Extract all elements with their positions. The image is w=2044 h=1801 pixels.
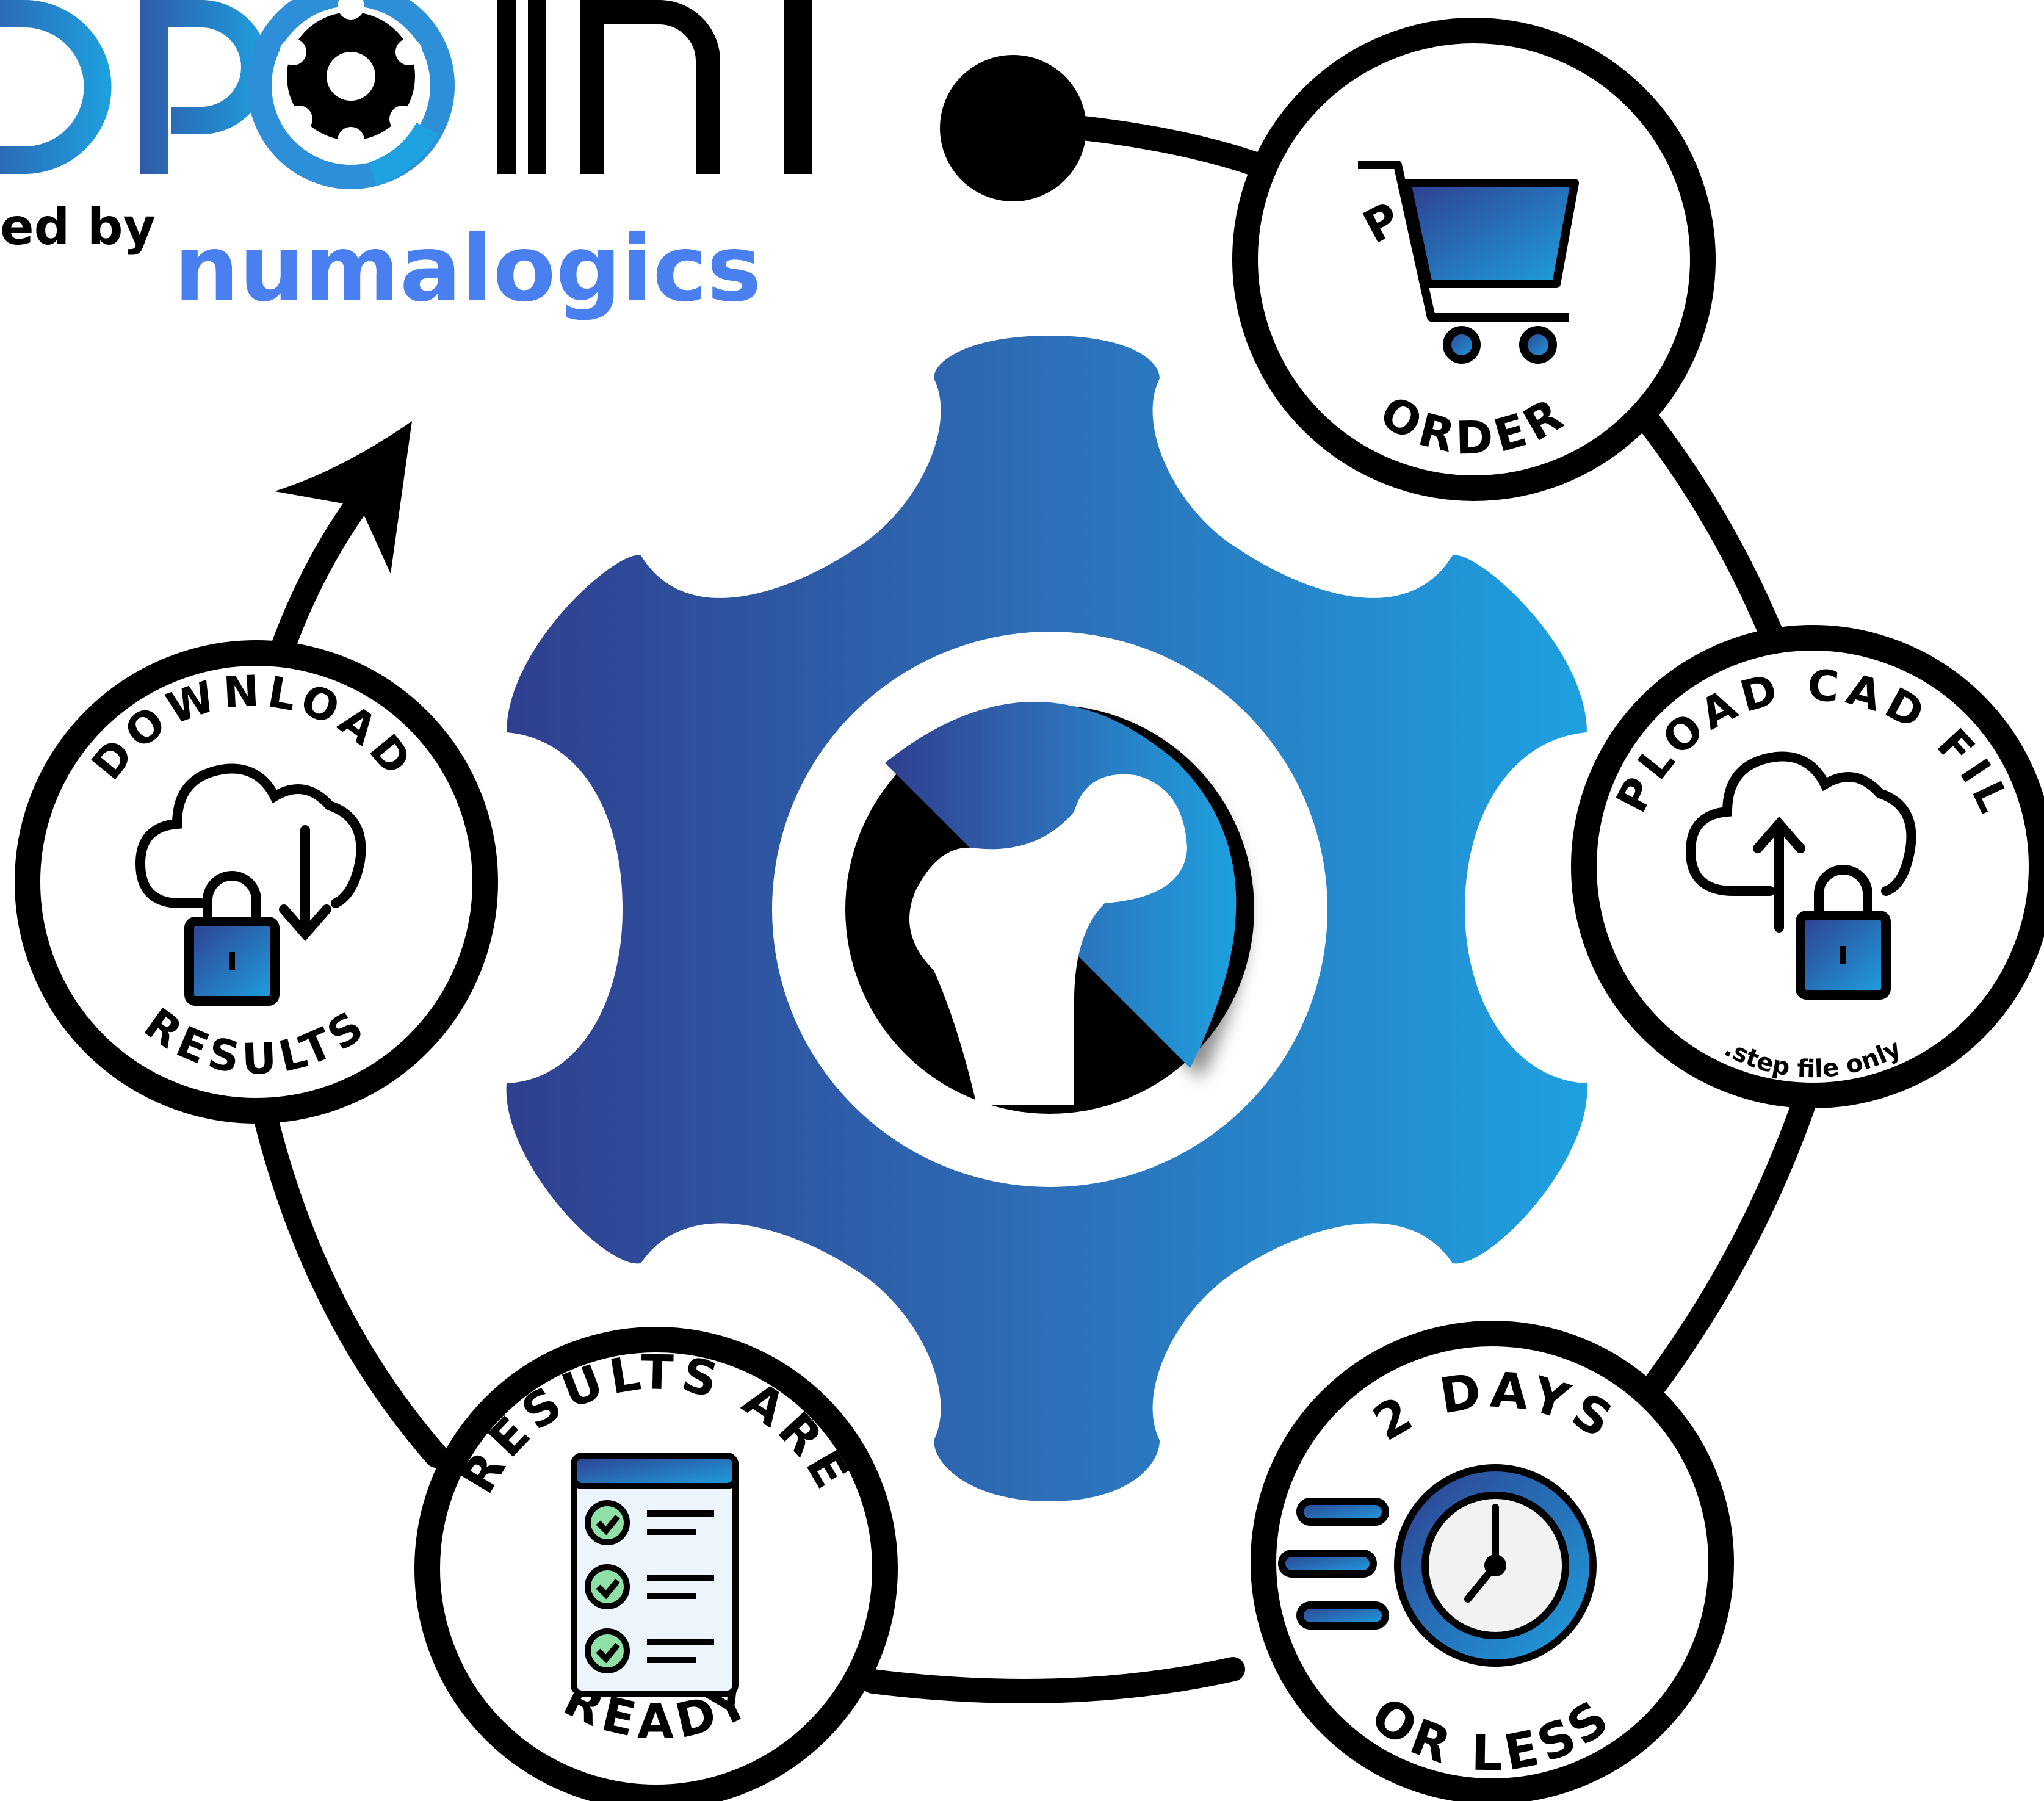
checklist-icon [571,1453,739,1697]
cycle-arrowhead-icon [275,421,412,574]
logo-letters [0,0,269,174]
step-place-order: PLACE ORDER [1232,18,1716,501]
bone-gear-logo-icon [845,702,1254,1114]
cloud-upload-lock-icon [1685,751,1916,1000]
company-name: numalogics [174,216,762,322]
step-results-ready: RESULTS ARE READY [414,1327,898,1801]
speed-clock-icon [1278,1464,1597,1667]
brand-logo [0,0,812,189]
powered-by-text: ed by [0,198,156,256]
logo-letters-int [497,0,812,174]
step-two-days: 2 DAYS OR LESS [1251,1321,1734,1801]
cloud-download-lock-icon [135,763,366,1006]
shopping-cart-icon [1358,161,1579,364]
step-download: DOWNLOAD RESULTS [15,640,498,1124]
start-dot [940,55,1086,201]
logo-gear-o [247,0,455,189]
